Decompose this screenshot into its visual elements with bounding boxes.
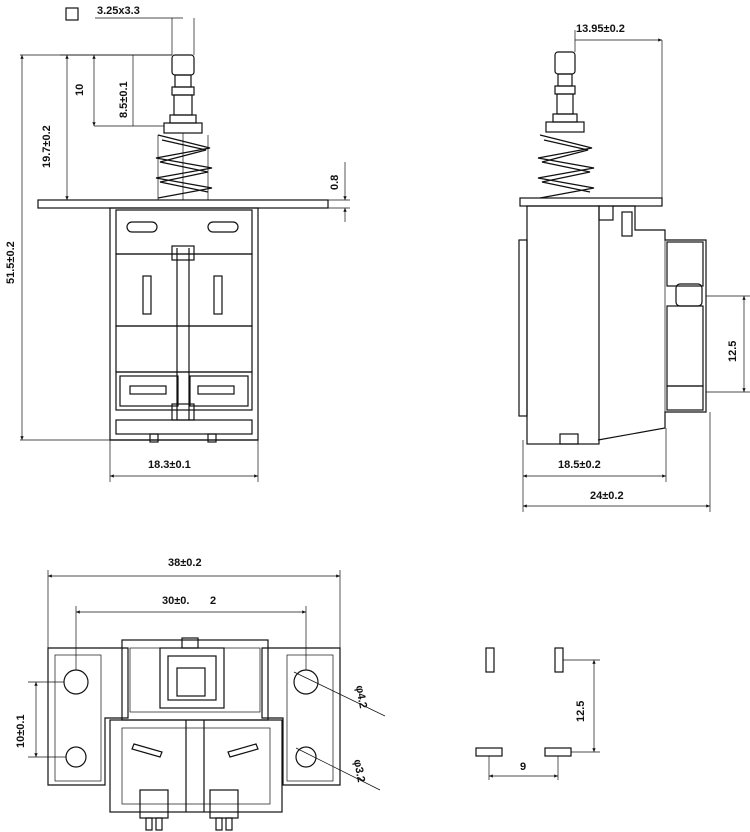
front-view: 3.25x3.3 10 8.5±0.1 19.7±0.2 51.5±0.2 0.…: [5, 5, 350, 482]
pad-top-right: [554, 647, 564, 673]
side-body: [518, 205, 707, 445]
mounting-hole-small-right: [295, 746, 317, 768]
dim-shaft-travel: 8.5±0.1: [118, 81, 130, 118]
bottom-dimensions: 38±0.2 30±0. 2 10±0.1 φ4.2 φ3.2: [15, 557, 386, 791]
square-symbol: [65, 7, 79, 21]
dim-total-height: 51.5±0.2: [5, 241, 17, 284]
dim-side-pin-pitch: 12.5: [727, 341, 739, 362]
bottom-body: [109, 637, 283, 813]
side-plunger: [545, 51, 585, 133]
dim-bottom-total-width: 38±0.2: [168, 557, 202, 569]
dim-bottom-hole-pitch-suffix: 2: [210, 595, 216, 607]
dim-bottom-vertical-pitch: 10±0.1: [15, 714, 27, 748]
dim-side-body-depth: 18.5±0.2: [558, 459, 601, 471]
side-bracket-plate: [519, 197, 663, 207]
front-spring: [155, 134, 213, 200]
front-dimensions: 3.25x3.3 10 8.5±0.1 19.7±0.2 51.5±0.2 0.…: [5, 5, 350, 482]
pad-top-left: [485, 647, 495, 673]
dim-side-offset: 13.95±0.2: [576, 23, 625, 35]
dim-bottom-hole-pitch: 30±0.: [162, 595, 189, 607]
dim-bracket-thickness: 0.8: [329, 175, 341, 190]
dim-bracket-height: 19.7±0.2: [41, 125, 53, 168]
bottom-terminals: [139, 789, 239, 831]
pad-bottom-right: [544, 747, 572, 757]
dim-pcb-pitch-vertical: 12.5: [575, 701, 587, 722]
front-plunger: [163, 54, 203, 200]
pad-bottom-left: [475, 747, 503, 757]
dim-hole-small: φ3.2: [351, 758, 367, 783]
dim-pcb-pitch-horizontal: 9: [520, 761, 526, 773]
bottom-view: 38±0.2 30±0. 2 10±0.1 φ4.2 φ3.2: [15, 557, 386, 831]
dim-front-width: 18.3±0.1: [148, 459, 191, 471]
dim-hole-large: φ4.2: [353, 684, 369, 709]
dim-shaft-length: 10: [74, 84, 86, 96]
dim-side-total-depth: 24±0.2: [590, 490, 624, 502]
side-dimensions: 13.95±0.2 12.5 18.5±0.2 24±0.2: [522, 23, 750, 512]
mounting-hole-small-left: [65, 746, 87, 768]
bottom-bracket: [47, 647, 341, 786]
front-body: [109, 207, 259, 443]
front-bracket-plate: [37, 199, 329, 209]
dim-cap-size: 3.25x3.3: [97, 5, 140, 17]
pcb-footprint: 12.5 9: [475, 647, 600, 780]
side-view: 13.95±0.2 12.5 18.5±0.2 24±0.2: [518, 23, 750, 512]
mounting-hole-large-left: [63, 669, 89, 695]
side-spring: [537, 134, 595, 199]
